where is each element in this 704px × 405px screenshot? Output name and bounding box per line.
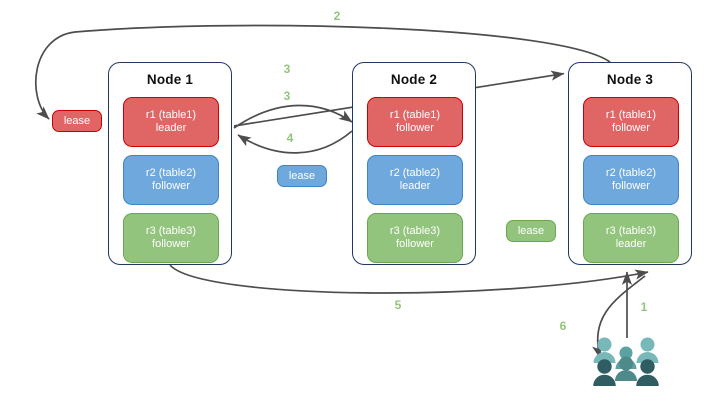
edge-2-path bbox=[35, 24, 611, 120]
node-2-title: Node 2 bbox=[390, 72, 438, 87]
edge-4-path bbox=[237, 130, 353, 154]
replica-name: r1 (table1) bbox=[389, 108, 441, 121]
lease-badge-r3[interactable]: lease bbox=[506, 220, 556, 242]
replica-role: leader bbox=[399, 180, 431, 192]
node-1-title: Node 1 bbox=[146, 72, 194, 87]
edge-3-lower-path bbox=[233, 104, 353, 129]
replica-role: follower bbox=[612, 122, 650, 134]
users-group-icon bbox=[593, 337, 659, 386]
node-1-replica-r3[interactable]: r3 (table3) follower bbox=[123, 213, 219, 263]
replica-name: r3 (table3) bbox=[145, 224, 197, 237]
replica-role: follower bbox=[152, 238, 190, 250]
edge-label-2: 2 bbox=[333, 9, 341, 23]
replica-role: follower bbox=[152, 180, 190, 192]
replica-role: follower bbox=[396, 238, 434, 250]
node-1-replica-r1[interactable]: r1 (table1) leader bbox=[123, 97, 219, 147]
replica-name: r1 (table1) bbox=[145, 108, 197, 121]
replica-role: follower bbox=[396, 122, 434, 134]
node-2-replica-r3[interactable]: r3 (table3) follower bbox=[367, 213, 463, 263]
node-3-replica-r2[interactable]: r2 (table2) follower bbox=[583, 155, 679, 205]
replica-name: r1 (table1) bbox=[605, 108, 657, 121]
edge-label-6: 6 bbox=[559, 319, 567, 333]
edge-label-3-lower: 3 bbox=[283, 89, 291, 103]
node-2-replica-r2[interactable]: r2 (table2) leader bbox=[367, 155, 463, 205]
node-1-replica-r2[interactable]: r2 (table2) follower bbox=[123, 155, 219, 205]
replica-role: leader bbox=[615, 238, 647, 250]
edge-label-4: 4 bbox=[286, 131, 294, 145]
replica-role: leader bbox=[155, 122, 187, 134]
node-2-replica-r1[interactable]: r1 (table1) follower bbox=[367, 97, 463, 147]
edge-label-1: 1 bbox=[640, 300, 648, 314]
lease-badge-r1[interactable]: lease bbox=[52, 110, 102, 132]
node-3-container[interactable]: Node 3 r1 (table1) follower r2 (table2) … bbox=[568, 62, 692, 265]
edge-5-path bbox=[169, 264, 649, 294]
replica-name: r3 (table3) bbox=[605, 224, 657, 237]
replica-role: follower bbox=[612, 180, 650, 192]
replica-name: r2 (table2) bbox=[145, 166, 197, 179]
node-1-container[interactable]: Node 1 r1 (table1) leader r2 (table2) fo… bbox=[108, 62, 232, 265]
edge-label-5: 5 bbox=[394, 298, 402, 312]
node-3-replica-r3[interactable]: r3 (table3) leader bbox=[583, 213, 679, 263]
lease-badge-r2[interactable]: lease bbox=[277, 165, 327, 187]
node-3-title: Node 3 bbox=[606, 72, 654, 87]
node-2-container[interactable]: Node 2 r1 (table1) follower r2 (table2) … bbox=[352, 62, 476, 265]
node-3-replica-r1[interactable]: r1 (table1) follower bbox=[583, 97, 679, 147]
edge-label-3-upper: 3 bbox=[283, 62, 291, 76]
replica-name: r3 (table3) bbox=[389, 224, 441, 237]
replica-name: r2 (table2) bbox=[389, 166, 441, 179]
replica-name: r2 (table2) bbox=[605, 166, 657, 179]
